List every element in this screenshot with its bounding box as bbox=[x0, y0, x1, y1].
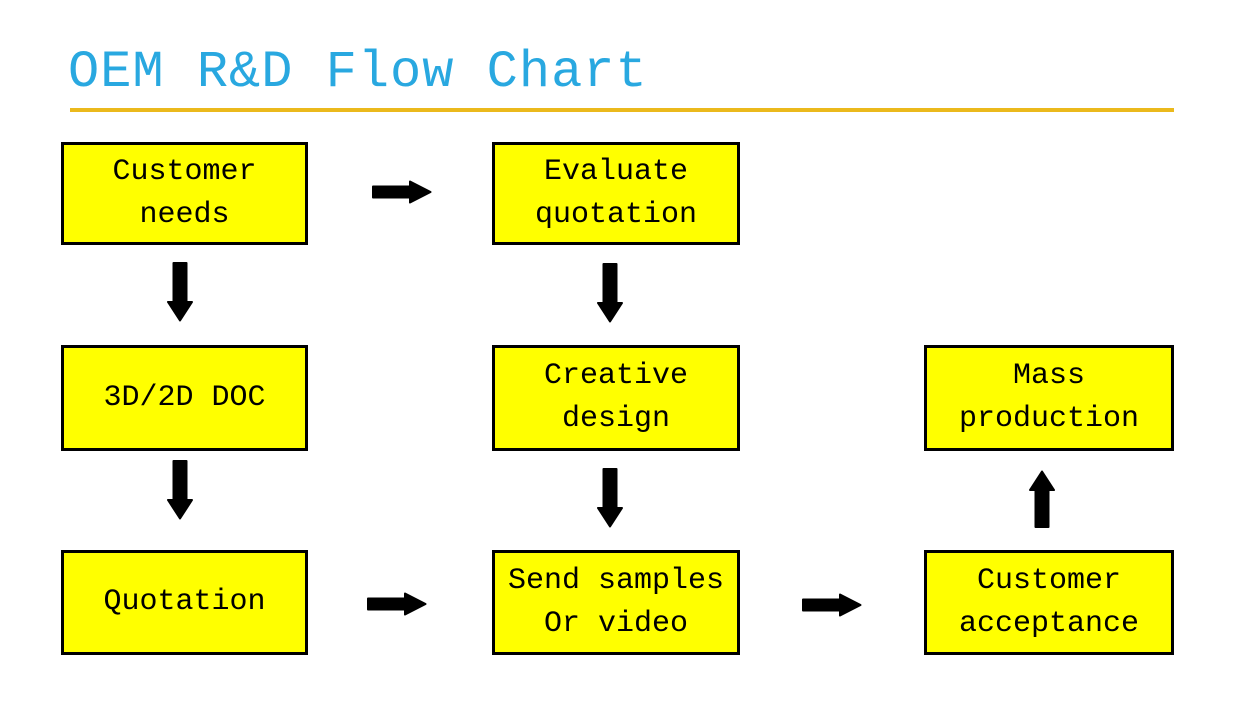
node-quotation: Quotation bbox=[61, 550, 308, 655]
arrow-down-icon bbox=[167, 262, 193, 322]
node-label: quotation bbox=[534, 197, 698, 232]
arrow-right-icon bbox=[372, 180, 432, 204]
node-label: Evaluate bbox=[543, 154, 689, 189]
arrow-down-icon bbox=[167, 460, 193, 520]
arrow-down-icon bbox=[597, 263, 623, 323]
arrow-right-icon bbox=[802, 593, 862, 617]
node-mass-production: Mass production bbox=[924, 345, 1174, 451]
node-label: acceptance bbox=[958, 606, 1140, 641]
arrow-right-icon bbox=[367, 592, 427, 616]
node-creative-design: Creative design bbox=[492, 345, 740, 451]
node-customer-needs: Customer needs bbox=[61, 142, 308, 245]
node-label: production bbox=[958, 402, 1140, 436]
arrow-up-icon bbox=[1029, 470, 1055, 528]
node-label: Quotation bbox=[103, 585, 266, 619]
node-label: Or video bbox=[543, 606, 689, 641]
node-label: Customer bbox=[976, 563, 1122, 598]
node-evaluate-quotation: Evaluate quotation bbox=[492, 142, 740, 245]
arrow-down-icon bbox=[597, 468, 623, 528]
node-label: Customer bbox=[112, 154, 257, 189]
node-label: Send samples bbox=[507, 563, 725, 598]
node-customer-acceptance: Customer acceptance bbox=[924, 550, 1174, 655]
node-label: design bbox=[561, 402, 671, 436]
node-label: 3D/2D DOC bbox=[103, 380, 266, 415]
node-label: Creative bbox=[543, 359, 689, 393]
title-underline bbox=[70, 108, 1174, 112]
node-label: needs bbox=[139, 197, 230, 232]
node-label: Mass bbox=[1012, 359, 1085, 393]
node-send-samples: Send samples Or video bbox=[492, 550, 740, 655]
node-3d-2d-doc: 3D/2D DOC bbox=[61, 345, 308, 451]
page-title: OEM R&D Flow Chart bbox=[68, 43, 648, 102]
